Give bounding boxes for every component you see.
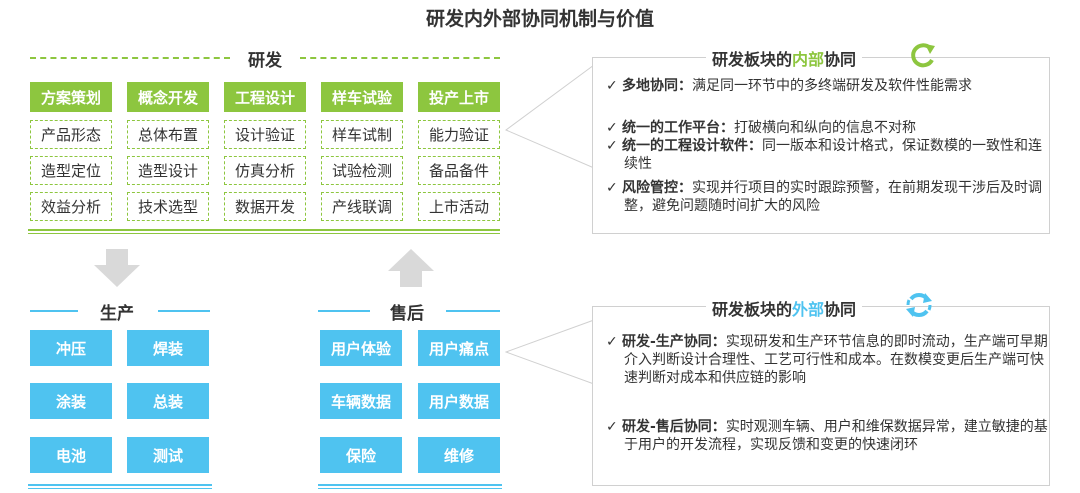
internal-collab-item: ✓统一的工作平台：打破横向和纵向的信息不对称 [606,119,1054,137]
aftersales-header-line-right [446,310,500,312]
rd-stage-item: 数据开发 [224,192,306,221]
aftersales-header: 售后 [390,304,424,324]
internal-collab-item: ✓风险管控：实现并行项目的实时跟踪预警，在前期发现干涉后及时调整，避免问题随时间… [606,179,1054,215]
rd-stage-header: 概念开发 [127,82,209,112]
check-icon: ✓ [606,120,618,136]
external-collab-item: ✓研发-生产协同：实现研发和生产环节信息的即时流动，生产端可早期介入判断设计合理… [606,333,1054,387]
internal-collab-item: ✓统一的工程设计软件：同一版本和设计格式，保证数模的一致性和连续性 [606,137,1054,173]
check-icon: ✓ [606,419,618,435]
rd-stage-item: 产品形态 [30,120,112,149]
production-header-line-right [158,310,210,312]
rd-stage-item: 产线联调 [321,192,403,221]
aftersales-item: 车辆数据 [320,383,402,419]
production-item: 焊装 [127,330,209,366]
rd-stage-item: 技术选型 [127,192,209,221]
aftersales-bottom-line [318,484,502,486]
item-label: 研发-生产协同： [622,334,726,350]
down-arrow-icon [94,249,140,287]
up-arrow-icon [388,249,434,287]
item-text: 实现研发和生产环节信息的即时流动，生产端可早期介入判断设计合理性、工艺可行性和成… [624,334,1048,386]
internal-title-suffix: 协同 [824,50,857,69]
rd-stage-item: 样车试制 [321,120,403,149]
refresh-cycle-icon [911,43,935,68]
rd-stage-header: 工程设计 [224,82,306,112]
rd-stage-item: 造型定位 [30,156,112,185]
rd-stage-item: 上市活动 [418,192,500,221]
external-panel-title: 研发板块的外部协同 [706,296,863,320]
rd-bottom-line-2 [28,233,500,234]
rd-stage-item: 备品备件 [418,156,500,185]
rd-stage-item: 效益分析 [30,192,112,221]
rd-stage-header: 方案策划 [30,82,112,112]
internal-title-highlight: 内部 [792,50,825,69]
rd-bottom-line [28,229,500,231]
check-icon: ✓ [606,334,618,350]
item-text: 实现并行项目的实时跟踪预警，在前期发现干涉后及时调整，避免问题随时间扩大的风险 [624,180,1042,214]
production-item: 测试 [127,437,209,473]
check-icon: ✓ [606,78,618,94]
production-item: 总装 [127,383,209,419]
rd-stage-item: 试验检测 [321,156,403,185]
item-label: 统一的工程设计软件： [622,138,762,154]
item-text: 同一版本和设计格式，保证数模的一致性和连续性 [624,138,1042,172]
item-label: 研发-售后协同： [622,419,726,435]
check-icon: ✓ [606,138,618,154]
rd-stage-item: 能力验证 [418,120,500,149]
page-title: 研发内外部协同机制与价值 [425,8,654,30]
aftersales-item: 用户数据 [418,383,500,419]
aftersales-item: 维修 [418,437,500,473]
aftersales-header-line-left [318,310,370,312]
recycle-arrows-icon [906,293,932,317]
production-header-line-left [30,310,78,312]
external-title-suffix: 协同 [824,300,857,319]
check-icon: ✓ [606,180,618,196]
item-text: 实时观测车辆、用户和维保数据异常，建立敏捷的基于用户的开发流程，实现反馈和变更的… [624,419,1048,453]
internal-panel-title: 研发板块的内部协同 [706,46,863,70]
item-text: 满足同一环节中的多终端研发及软件性能需求 [692,78,972,94]
production-item: 冲压 [30,330,112,366]
production-header: 生产 [100,304,134,324]
item-label: 多地协同： [622,78,692,94]
internal-callout-wedge [505,64,595,169]
rd-header-line-right [300,57,500,59]
rd-header: 研发 [248,51,282,71]
external-collab-item: ✓研发-售后协同：实时观测车辆、用户和维保数据异常，建立敏捷的基于用户的开发流程… [606,418,1054,454]
rd-header-line-left [30,57,230,59]
external-title-highlight: 外部 [792,300,825,319]
aftersales-bottom-line-2 [318,488,502,489]
rd-stage-item: 仿真分析 [224,156,306,185]
item-label: 风险管控： [622,180,692,196]
production-item: 涂装 [30,383,112,419]
rd-stage-item: 造型设计 [127,156,209,185]
external-title-prefix: 研发板块的 [712,300,793,319]
aftersales-item: 保险 [320,437,402,473]
production-bottom-line-2 [28,488,212,489]
internal-collab-item: ✓多地协同：满足同一环节中的多终端研发及软件性能需求 [606,77,1054,95]
item-text: 打破横向和纵向的信息不对称 [734,120,916,136]
production-bottom-line [28,484,212,486]
rd-stage-header: 投产上市 [418,82,500,112]
aftersales-item: 用户体验 [320,330,402,366]
internal-title-prefix: 研发板块的 [712,50,793,69]
production-item: 电池 [30,437,112,473]
external-collab-panel [592,306,1050,486]
rd-stage-item: 总体布置 [127,120,209,149]
item-label: 统一的工作平台： [622,120,734,136]
aftersales-item: 用户痛点 [418,330,500,366]
rd-stage-item: 设计验证 [224,120,306,149]
external-callout-wedge [505,319,595,385]
rd-stage-header: 样车试验 [321,82,403,112]
